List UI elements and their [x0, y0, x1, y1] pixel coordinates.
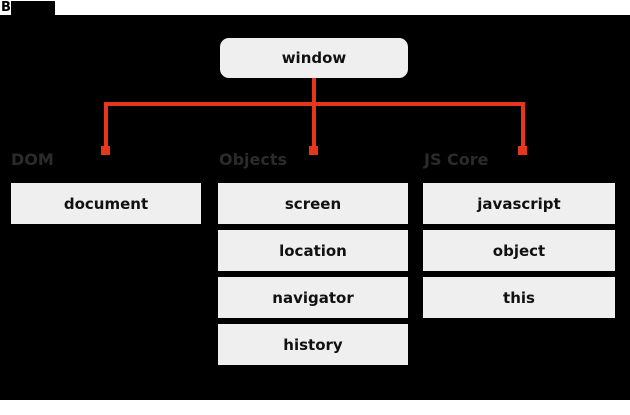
group-label-objects: Objects — [219, 150, 288, 169]
connector-drop-objects — [312, 102, 316, 148]
group-label-js-core: JS Core — [424, 150, 489, 169]
group-label-dom: DOM — [11, 150, 54, 169]
node-javascript[interactable]: javascript — [423, 183, 615, 224]
node-document[interactable]: document — [11, 183, 201, 224]
node-window[interactable]: window — [220, 38, 408, 78]
bottom-bar — [0, 400, 630, 415]
connector-drop-jscore — [521, 102, 525, 148]
node-screen[interactable]: screen — [218, 183, 408, 224]
node-object[interactable]: object — [423, 230, 615, 271]
logo-block-icon — [11, 1, 55, 15]
connector-drop-dom — [104, 102, 108, 148]
connector-endpoint-objects — [309, 146, 318, 155]
connector-root-stem — [312, 78, 316, 106]
node-location[interactable]: location — [218, 230, 408, 271]
logo-letter: B — [1, 0, 11, 15]
top-bar: B — [0, 0, 630, 15]
diagram-canvas: window DOM document Objects screen locat… — [0, 15, 630, 400]
connector-endpoint-dom — [101, 146, 110, 155]
node-navigator[interactable]: navigator — [218, 277, 408, 318]
connector-endpoint-jscore — [518, 146, 527, 155]
node-history[interactable]: history — [218, 324, 408, 365]
node-this[interactable]: this — [423, 277, 615, 318]
